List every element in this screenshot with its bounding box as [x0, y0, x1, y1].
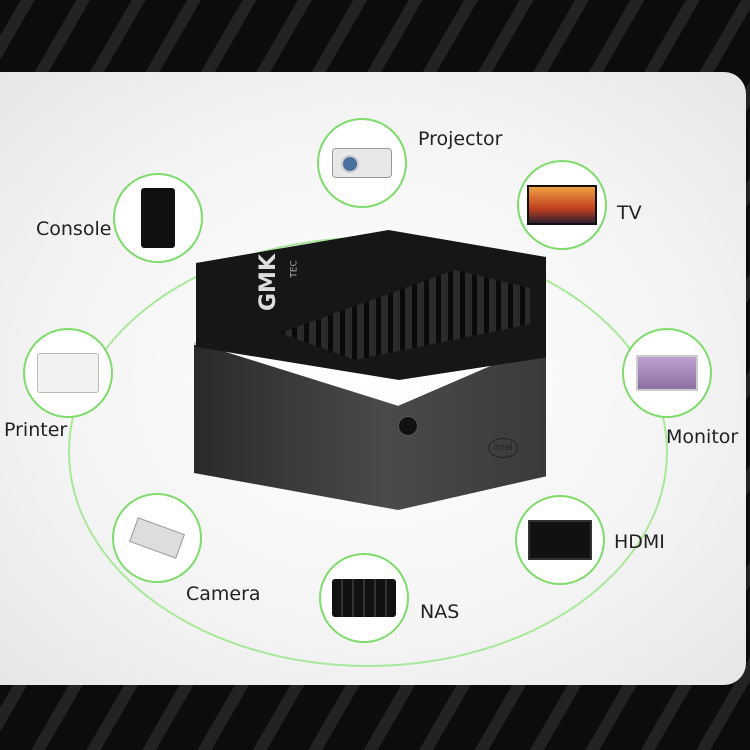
- brand-sub: TEC: [289, 260, 300, 278]
- printer-label: Printer: [4, 419, 68, 441]
- tv-icon: [527, 185, 597, 225]
- nas-label: NAS: [420, 601, 460, 623]
- console-node: [113, 173, 203, 263]
- monitor-label: Monitor: [666, 426, 739, 448]
- printer-icon: [37, 353, 99, 393]
- monitor-icon: [636, 355, 698, 391]
- power-button-icon: [398, 416, 418, 436]
- tv-node: [517, 160, 607, 250]
- nas-node: [319, 553, 409, 643]
- nas-icon: [332, 579, 396, 617]
- hdmi-display-icon: [528, 520, 592, 560]
- projector-label: Projector: [418, 128, 503, 150]
- printer-node: [23, 328, 113, 418]
- hdmi-node: [515, 495, 605, 585]
- console-label: Console: [36, 218, 112, 240]
- console-icon: [141, 188, 175, 248]
- mini-pc-image: GMK TEC intel: [190, 230, 550, 510]
- camera-icon: [129, 517, 185, 559]
- projector-icon: [332, 148, 392, 178]
- camera-node: [112, 493, 202, 583]
- brand-logo: GMK: [256, 254, 281, 311]
- monitor-node: [622, 328, 712, 418]
- content-card: Projector TV Monitor HDMI NAS Camera Pri…: [0, 72, 746, 685]
- intel-badge: intel: [488, 438, 518, 458]
- camera-label: Camera: [186, 583, 261, 605]
- projector-node: [317, 118, 407, 208]
- hdmi-label: HDMI: [614, 531, 665, 553]
- tv-label: TV: [617, 202, 642, 224]
